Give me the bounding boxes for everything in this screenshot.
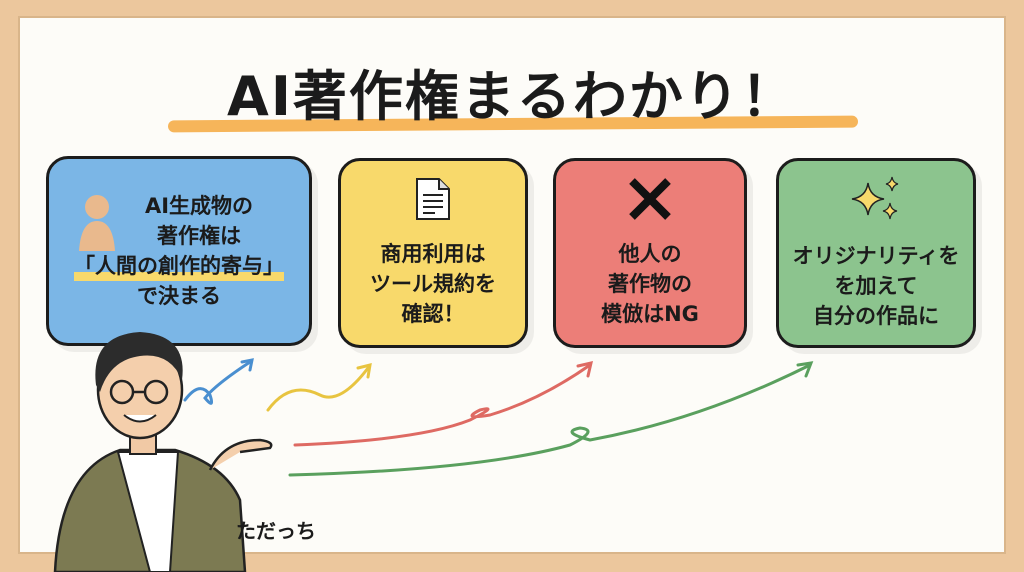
person-icon (79, 195, 115, 251)
card-line: 模倣はNG (601, 302, 699, 326)
card-line: を加えて (834, 274, 918, 298)
card-line: 著作物の (608, 272, 692, 296)
card-commercial-use: 商用利用は ツール規約を 確認！ (338, 158, 528, 348)
card-line: オリジナリティを (792, 244, 960, 268)
page-title: AI著作権まるわかり！ (227, 65, 797, 128)
card-line: 商用利用は (380, 242, 486, 266)
card-line-highlight: 「人間の創作的寄与」 (74, 251, 284, 281)
card-copyright-ownership: AI生成物の 著作権は 「人間の創作的寄与」 で決まる (46, 156, 312, 346)
card-line: 自分の作品に (813, 304, 939, 328)
arrow-green (288, 363, 812, 477)
card-originality: オリジナリティを を加えて 自分の作品に (776, 158, 976, 348)
arrow-red (293, 363, 592, 447)
cross-icon (629, 178, 671, 220)
card-line: 他人の (618, 242, 682, 266)
card-line: ツール規約を (370, 272, 496, 296)
card-line: 確認！ (401, 302, 465, 326)
character-illustration (53, 332, 273, 572)
card-no-imitation: 他人の 著作物の 模倣はNG (553, 158, 747, 348)
arrow-blue (183, 360, 252, 405)
card-line: 著作権は (156, 224, 241, 248)
document-icon (416, 178, 450, 220)
card-line: で決まる (137, 284, 221, 308)
card-line: AI生成物の (144, 194, 254, 218)
character-name: ただっち (236, 519, 316, 543)
sparkle-icon (851, 176, 899, 220)
arrow-yellow (266, 366, 370, 412)
